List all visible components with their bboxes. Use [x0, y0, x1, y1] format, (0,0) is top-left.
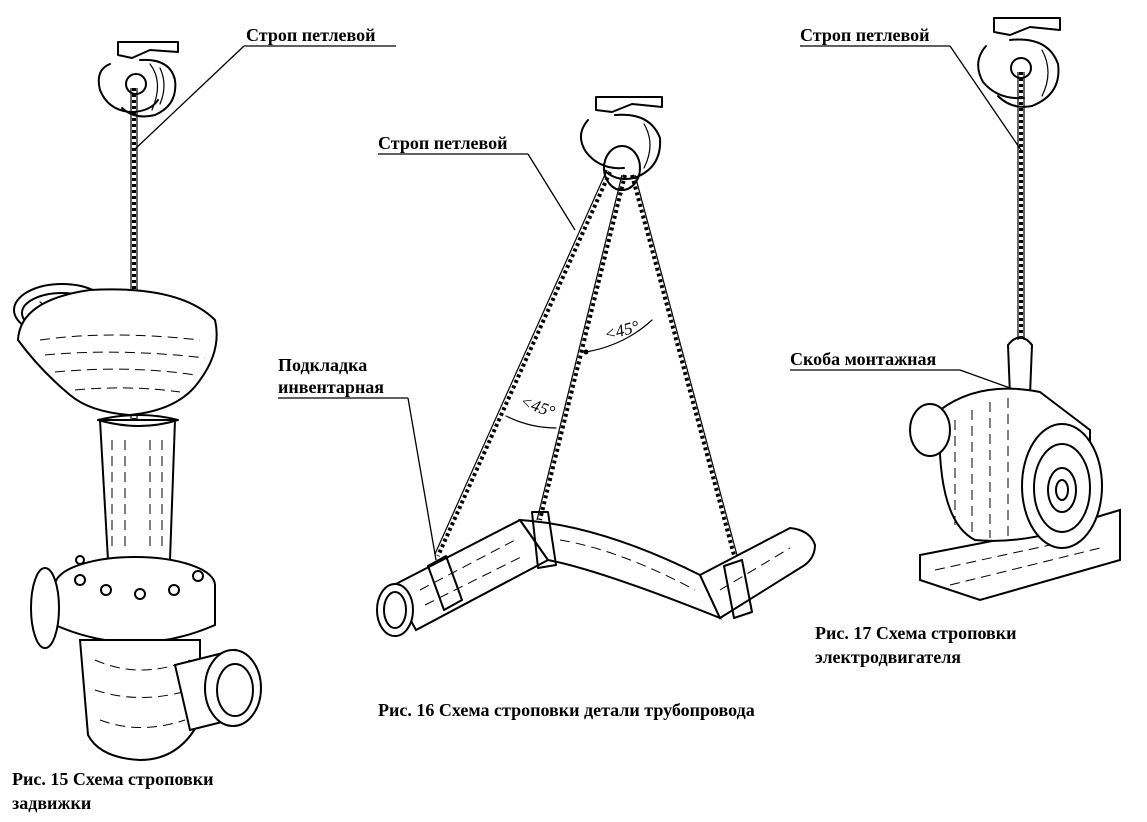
caption-fig16: Рис. 16 Схема строповки детали трубопров…: [378, 700, 755, 720]
caption-fig17-line2: электродвигателя: [815, 647, 962, 667]
hook-fig15: [97, 41, 179, 118]
sling-fig17: [1003, 72, 1037, 396]
pipe-fig16: [376, 511, 817, 637]
shackle-label: Скоба монтажная: [790, 349, 937, 369]
leader-lines: [133, 45, 1022, 561]
pad-label-line2: инвентарная: [278, 377, 385, 397]
slings-fig16: [434, 169, 742, 571]
sling-label-fig15: Строп петлевой: [246, 25, 376, 45]
gate-valve: [13, 283, 262, 762]
caption-fig15-line2: задвижки: [12, 793, 92, 813]
electric-motor: [909, 387, 1121, 602]
caption-fig17-line1: Рис. 17 Схема строповки: [815, 623, 1017, 643]
hook-fig17: [977, 17, 1061, 108]
hook-fig16: [580, 96, 663, 191]
pad-label-line1: Подкладка: [278, 355, 368, 375]
sling-label-fig17: Строп петлевой: [800, 25, 930, 45]
sling-label-fig16: Строп петлевой: [378, 133, 508, 153]
caption-fig15-line1: Рис. 15 Схема строповки: [12, 769, 214, 789]
